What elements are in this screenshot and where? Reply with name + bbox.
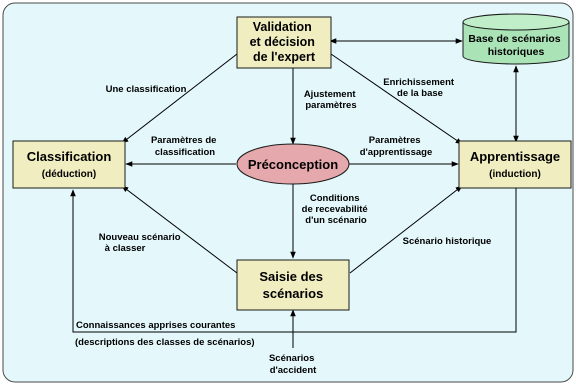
saisie-line-1: Saisie des (259, 269, 323, 284)
base-line-1: Base de scénarios (468, 33, 560, 45)
preconception-label: Préconception (248, 157, 338, 172)
arrow-saisie-to-classification (121, 185, 238, 274)
label-connaissances: Connaissances apprises courantes (76, 320, 235, 331)
label-parametres-classification-2: classification (155, 147, 215, 158)
svg-text:Paramètres de classifica: Paramètres de classification (151, 135, 219, 158)
cylinder-body (462, 22, 570, 65)
base-line-2: historiques (488, 46, 545, 58)
node-base-scenarios: Base de scénarios historiques (462, 13, 570, 65)
label-scenarios-accident-1: Scénarios (269, 353, 314, 364)
svg-text:Enrichissement de la bas: Enrichissement de la base (383, 77, 456, 99)
svg-text:Paramètres d'apprentissa: Paramètres d'apprentissage (360, 135, 432, 158)
validation-line-2: et décision (250, 35, 315, 49)
label-enrichissement-1: Enrichissement (383, 77, 455, 88)
svg-text:Une classification: Une classification (106, 84, 187, 95)
node-apprentissage: Apprentissage (induction) (458, 140, 572, 189)
arrow-validation-to-classification (121, 53, 238, 144)
svg-text:Validation et décision: Validation et décision de l'expert (250, 20, 319, 64)
node-classification: Classification (déduction) (12, 140, 126, 189)
label-ajustement-1: Ajustement (304, 89, 357, 100)
svg-text:Scénario historique: Scénario historique (403, 236, 492, 247)
label-parametres-apprentissage-1: Paramètres (369, 135, 421, 146)
svg-text:(descriptions des classes de s: (descriptions des classes de scénarios) (75, 337, 255, 348)
validation-line-1: Validation (253, 20, 312, 34)
label-descriptions: (descriptions des classes de scénarios) (75, 337, 255, 348)
classification-title: Classification (27, 149, 112, 164)
arrow-validation-to-apprentissage (330, 53, 463, 145)
edge-labels: Une classification Ajustement paramètres… (75, 77, 491, 376)
svg-text:(induction): (induction) (489, 169, 541, 180)
label-nouveau-scenario-1: Nouveau scénario (99, 232, 181, 243)
svg-text:Saisie des scénarios: Saisie des scénarios (259, 269, 326, 301)
arrow-saisie-to-apprentissage (349, 185, 463, 274)
svg-text:Ajustement paramètres: Ajustement paramètres (304, 89, 358, 111)
apprentissage-sub: (induction) (489, 169, 541, 180)
arrow-apprentissage-to-classification (70, 188, 517, 333)
label-parametres-apprentissage-2: d'apprentissage (360, 147, 432, 158)
svg-text:(déduction): (déduction) (42, 169, 96, 180)
validation-line-3: de l'expert (253, 50, 316, 64)
cylinder-top (462, 13, 570, 31)
connectors (70, 38, 519, 348)
svg-text:Classification: Classification (27, 149, 112, 164)
label-nouveau-scenario-2: à classer (105, 243, 146, 254)
label-une-classification: Une classification (106, 84, 187, 95)
svg-text:Préconception: Préconception (248, 157, 338, 172)
svg-text:Connaissances apprises courant: Connaissances apprises courantes (76, 320, 235, 331)
background-panel (2, 2, 574, 383)
label-scenarios-accident-2: d'accident (270, 365, 317, 376)
label-scenario-historique: Scénario historique (403, 236, 492, 247)
apprentissage-title: Apprentissage (470, 149, 560, 164)
label-conditions-1: Conditions (310, 193, 360, 204)
svg-text:Conditions de recevabili: Conditions de recevabilité d'un scénario (302, 193, 371, 226)
node-saisie: Saisie des scénarios (236, 259, 350, 311)
label-parametres-classification-1: Paramètres de (151, 135, 216, 146)
node-validation: Validation et décision de l'expert (236, 16, 332, 69)
label-enrichissement-2: de la base (397, 88, 443, 99)
node-preconception: Préconception (236, 143, 350, 185)
label-conditions-3: d'un scénario (305, 215, 367, 226)
classification-sub: (déduction) (42, 169, 96, 180)
label-conditions-2: de recevabilité (302, 204, 368, 215)
svg-text:Nouveau scénario à class: Nouveau scénario à classer (99, 232, 183, 254)
saisie-line-2: scénarios (263, 286, 324, 301)
svg-text:Scénarios d'accident: Scénarios d'accident (269, 353, 317, 376)
label-ajustement-2: paramètres (305, 100, 356, 111)
svg-text:Apprentissage: Apprentissage (470, 149, 560, 164)
svg-text:Base de scénarios histor: Base de scénarios historiques (468, 33, 563, 58)
